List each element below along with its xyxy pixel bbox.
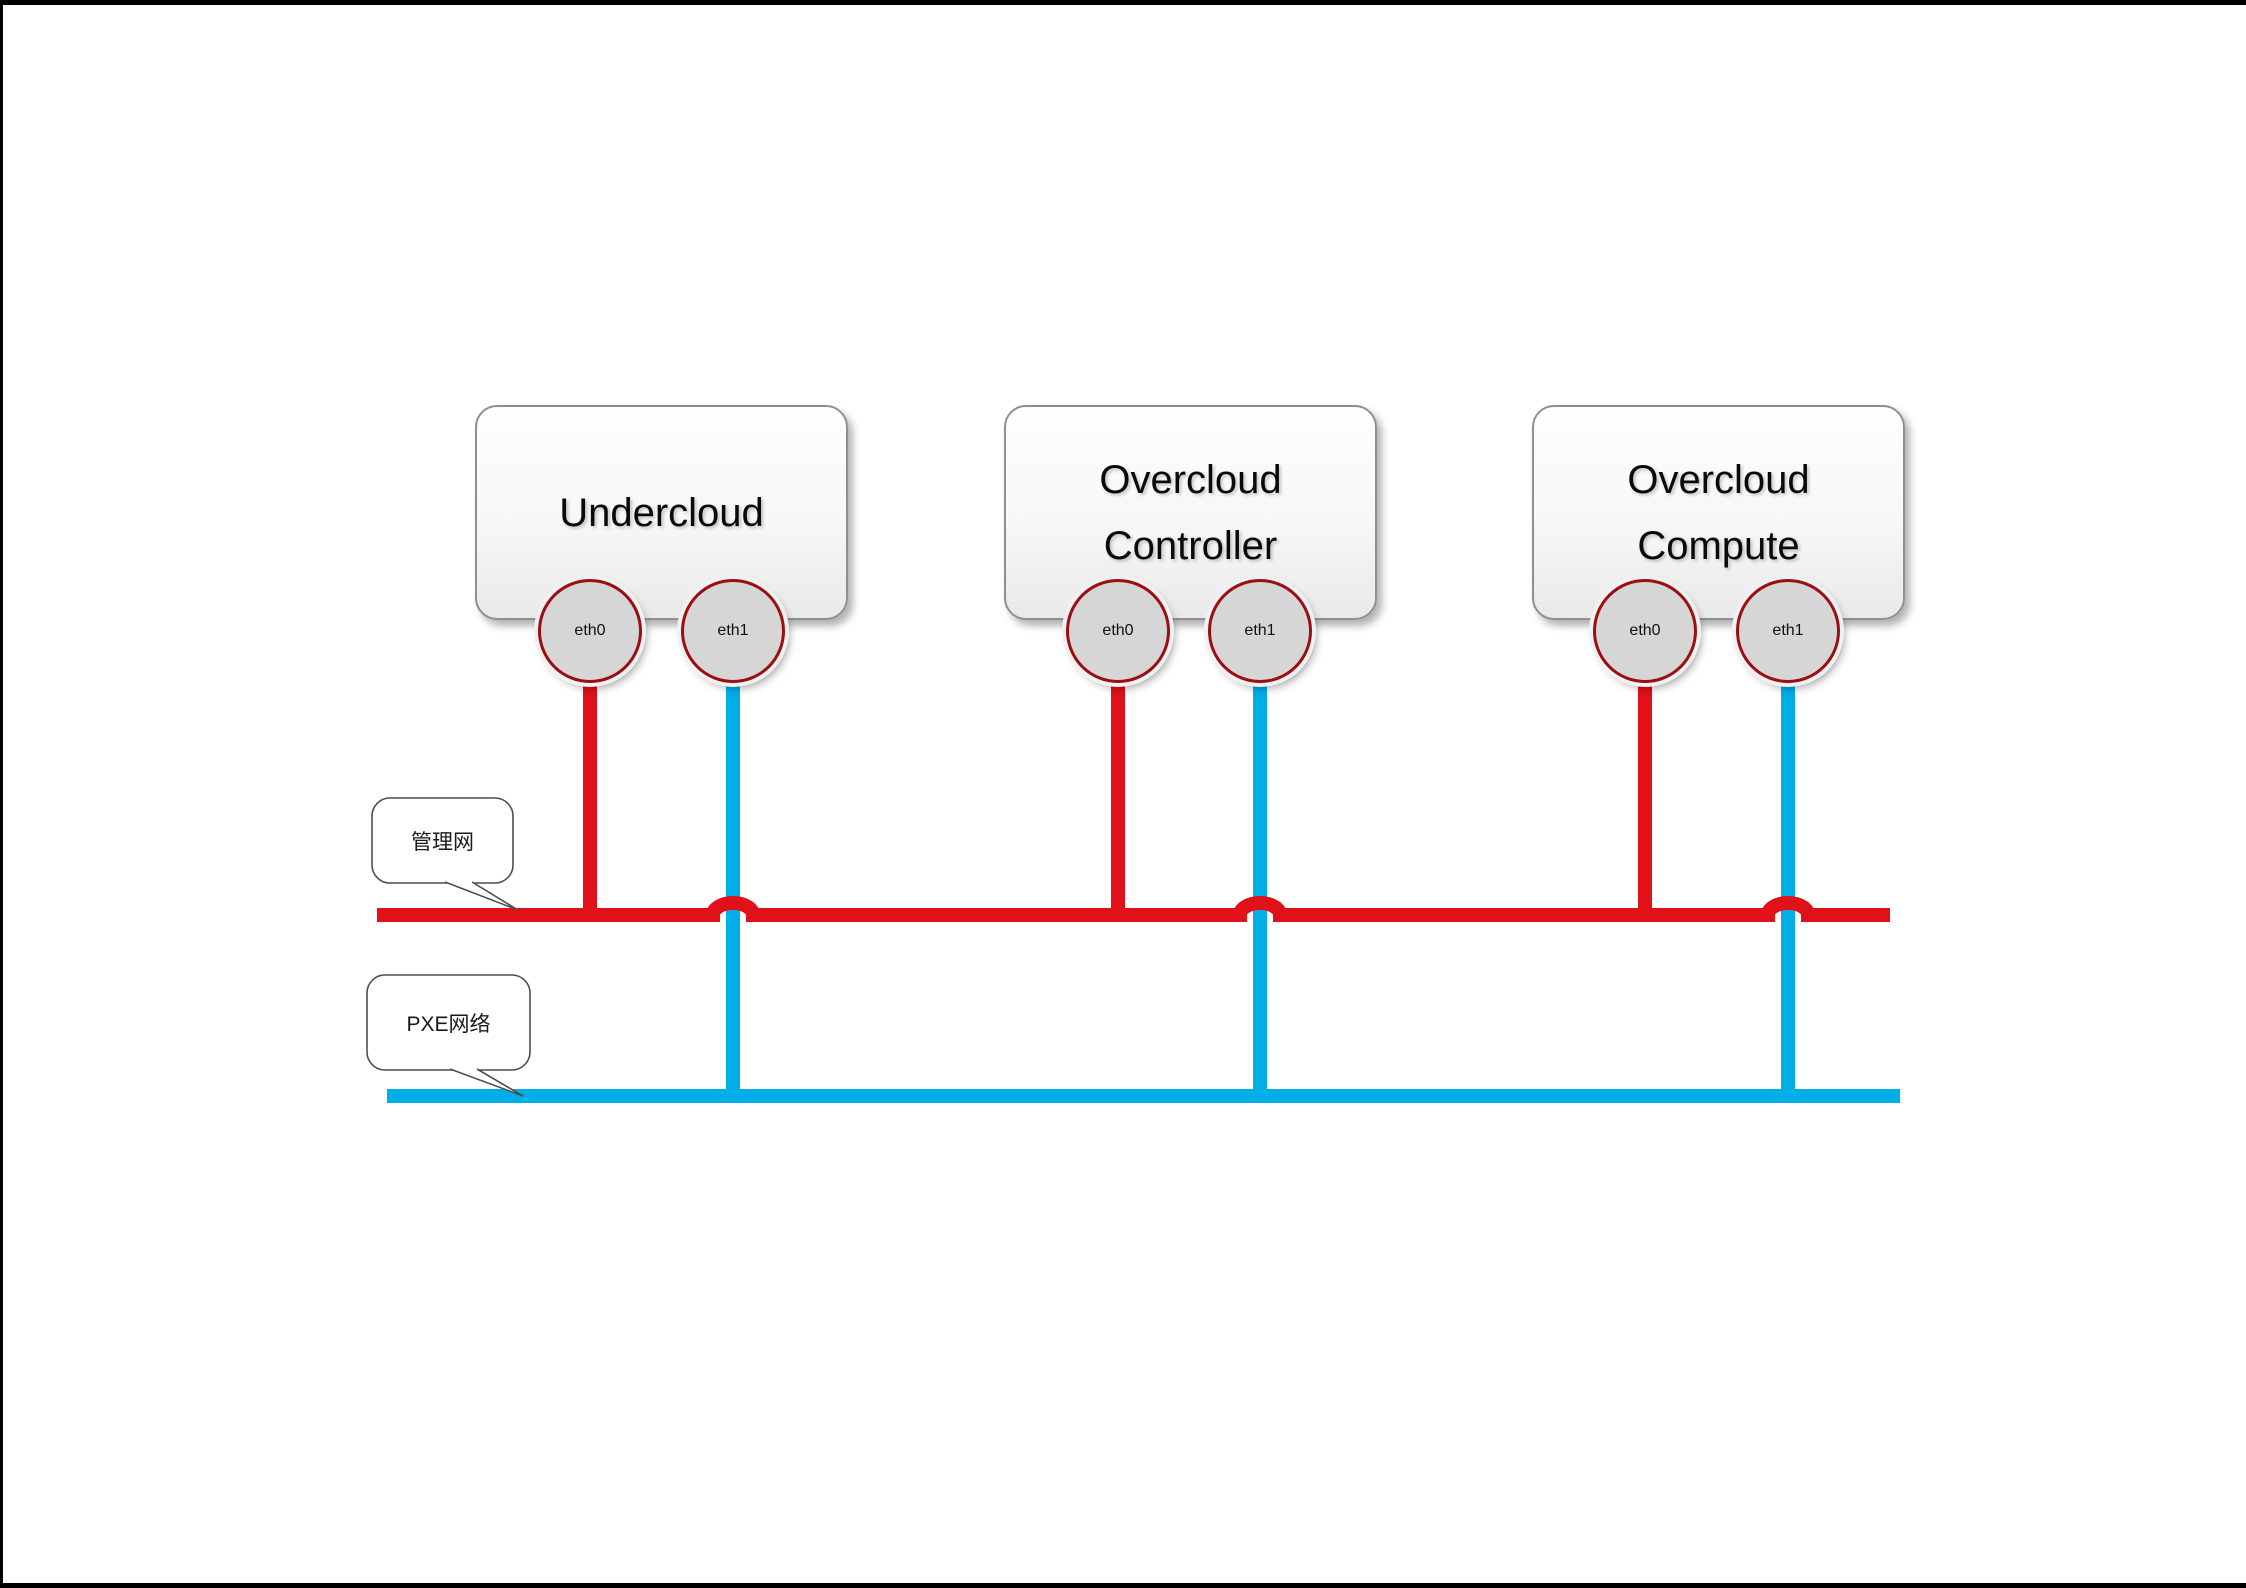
management-callout-bubble [371,797,519,911]
node-title-line: Overcloud [1627,457,1810,502]
port-label: eth1 [717,622,749,639]
port-compute-eth0: eth0 [1593,579,1697,683]
management-network-lines [377,650,1890,922]
port-label: eth1 [1244,622,1276,639]
page-border-left [0,0,3,1588]
port-undercloud-eth1: eth1 [681,579,785,683]
node-title: Overcloud Controller [1099,447,1281,579]
port-label: eth0 [1629,622,1661,639]
node-title-line: Undercloud [559,490,764,535]
port-undercloud-eth0: eth0 [538,579,642,683]
node-undercloud: Undercloud [475,405,848,620]
page-border-bottom [0,1583,2246,1588]
pxe-callout-bubble [366,974,531,1097]
node-title-line: Controller [1103,523,1278,568]
node-overcloud-compute: Overcloud Compute [1532,405,1905,620]
port-label: eth0 [574,622,606,639]
page-border-top [0,0,2246,5]
port-controller-eth1: eth1 [1208,579,1312,683]
pxe-network-lines [387,650,1900,1103]
port-compute-eth1: eth1 [1736,579,1840,683]
node-title: Overcloud Compute [1627,447,1809,579]
node-title: Undercloud [559,480,764,546]
node-overcloud-controller: Overcloud Controller [1004,405,1377,620]
node-title-line: Overcloud [1099,457,1282,502]
port-label: eth0 [1102,622,1134,639]
node-title-line: Compute [1637,523,1800,568]
port-controller-eth0: eth0 [1066,579,1170,683]
port-label: eth1 [1772,622,1804,639]
